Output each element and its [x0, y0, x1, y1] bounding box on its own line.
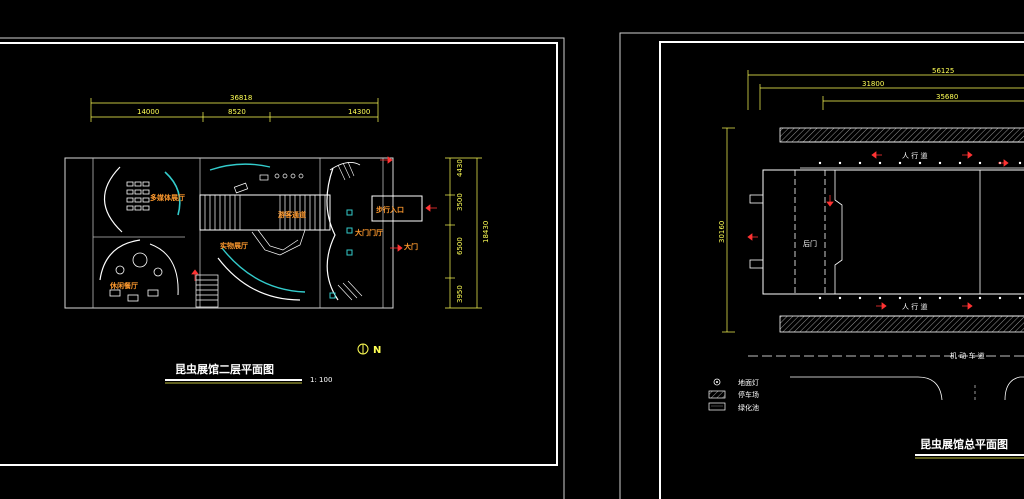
- planting-strip-bottom: [779, 315, 1024, 333]
- north-label: N: [373, 345, 381, 356]
- sidewalk-bottom-label: 人 行 道: [902, 302, 927, 311]
- flow-arrows: [191, 156, 437, 281]
- right-outer-border: [619, 32, 1024, 499]
- road-label: 机 动 车 道: [950, 351, 985, 360]
- dim-right-b: 3500: [456, 193, 464, 211]
- lobby-columns: [329, 209, 353, 299]
- stair-south: [195, 274, 219, 308]
- rdim-left: 30160: [718, 221, 726, 243]
- dim-top-c: 14300: [348, 108, 370, 116]
- rest-tables: [109, 252, 163, 302]
- rdim-b: 35680: [936, 93, 958, 101]
- left-sheet-scale: 1: 100: [310, 376, 332, 384]
- room-specimen: 实物展厅: [220, 241, 248, 250]
- dim-top-b: 8520: [228, 108, 246, 116]
- lamp-dots-bottom: [818, 296, 1022, 300]
- dim-right-total: 18430: [482, 221, 490, 243]
- dim-right-c: 6500: [456, 237, 464, 255]
- room-lobby: 大门门厅: [355, 228, 383, 237]
- right-flow-arrows: [747, 151, 1009, 310]
- left-top-dimensions: [90, 98, 379, 122]
- left-sheet-title: 昆虫展馆二层平面图: [175, 362, 274, 376]
- rdim-a: 31800: [862, 80, 884, 88]
- media-seats: [126, 181, 150, 211]
- left-outer-border: [0, 37, 565, 499]
- building-footprint: [762, 169, 1024, 295]
- dim-top-a: 14000: [137, 108, 159, 116]
- room-entry: 步行入口: [376, 205, 404, 214]
- lobby-stair: [337, 161, 363, 301]
- dim-total-top: 36818: [230, 94, 252, 102]
- legend-label-0: 地面灯: [738, 378, 759, 387]
- left-inner-border: [0, 42, 558, 466]
- right-top-dimensions: [747, 70, 1024, 110]
- entry-box: [371, 195, 423, 222]
- right-sheet: 56125 31800 35680 30160: [619, 32, 1024, 499]
- lamp-icon: [713, 378, 721, 386]
- right-sheet-title: 昆虫展馆总平面图: [920, 437, 1008, 451]
- back-door-label: 后门: [803, 239, 817, 248]
- north-arrow-icon: [357, 343, 369, 355]
- dim-right-a: 4430: [456, 159, 464, 177]
- hatch-icon: [708, 390, 726, 399]
- display-cases: [233, 173, 306, 256]
- lamp-dots-top: [818, 161, 1022, 165]
- room-media: 多媒体展厅: [150, 193, 185, 202]
- left-sheet: 36818 14000 8520 14300: [0, 37, 565, 499]
- legend-label-1: 停车场: [738, 390, 759, 399]
- corridor-bridge: [199, 194, 331, 231]
- room-rest: 休闲餐厅: [109, 281, 138, 290]
- left-right-dimensions: [445, 157, 482, 309]
- building-outline: [64, 157, 394, 309]
- room-info: 游客通道: [278, 210, 306, 219]
- planting-strip-top: [779, 127, 1024, 143]
- legend-label-2: 绿化池: [738, 403, 759, 412]
- legend: 地面灯 停车场 绿化池: [708, 378, 759, 412]
- right-inner-border: [659, 41, 1024, 499]
- box-icon: [708, 402, 726, 411]
- dim-right-d: 3950: [456, 285, 464, 303]
- rdim-total: 56125: [932, 67, 954, 75]
- room-gate: 大门: [404, 242, 418, 251]
- sidewalk-top-label: 人 行 道: [902, 151, 927, 160]
